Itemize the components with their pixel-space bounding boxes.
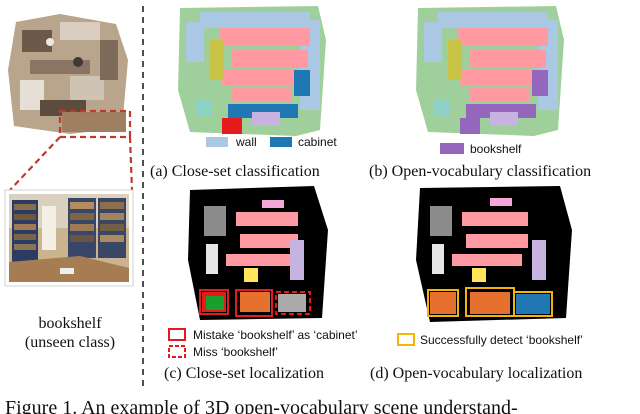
panel-d-pointcloud	[416, 186, 572, 322]
legend-wall-label: wall	[235, 135, 257, 149]
legend-c: Mistake ‘bookshelf’ as ‘cabinet’ Miss ‘b…	[169, 328, 358, 359]
caption-c: (c) Close-set localization	[164, 365, 324, 382]
panel-b-pointcloud	[416, 6, 564, 136]
left-class-name: bookshelf	[38, 315, 102, 332]
legend-miss-label: Miss ‘bookshelf’	[193, 345, 278, 359]
legend-bookshelf-swatch	[440, 143, 464, 154]
input-scene-pointcloud	[8, 14, 128, 134]
legend-a: wall cabinet	[206, 135, 337, 149]
legend-d: Successfully detect ‘bookshelf’	[398, 333, 583, 347]
legend-mistake-swatch	[169, 329, 185, 340]
figure-caption: Figure 1. An example of 3D open-vocabula…	[5, 397, 518, 414]
caption-d: (d) Open-vocabulary localization	[370, 365, 582, 382]
legend-cabinet-swatch	[270, 137, 292, 147]
legend-mistake-label: Mistake ‘bookshelf’ as ‘cabinet’	[193, 328, 358, 342]
legend-success-swatch	[398, 334, 414, 345]
panel-a-pointcloud	[178, 6, 326, 136]
legend-miss-swatch	[169, 346, 185, 357]
caption-b: (b) Open-vocabulary classification	[369, 163, 591, 180]
bookshelf-photo	[5, 190, 133, 286]
panel-c-pointcloud	[188, 186, 328, 320]
legend-success-label: Successfully detect ‘bookshelf’	[420, 333, 583, 347]
callout-line-right	[130, 137, 132, 190]
legend-bookshelf-label: bookshelf	[470, 142, 522, 156]
legend-cabinet-label: cabinet	[298, 135, 337, 149]
left-class-note: (unseen class)	[25, 334, 115, 351]
caption-a: (a) Close-set classification	[150, 163, 320, 180]
callout-line-left	[10, 137, 60, 190]
legend-b: bookshelf	[440, 142, 522, 156]
legend-wall-swatch	[206, 137, 228, 147]
